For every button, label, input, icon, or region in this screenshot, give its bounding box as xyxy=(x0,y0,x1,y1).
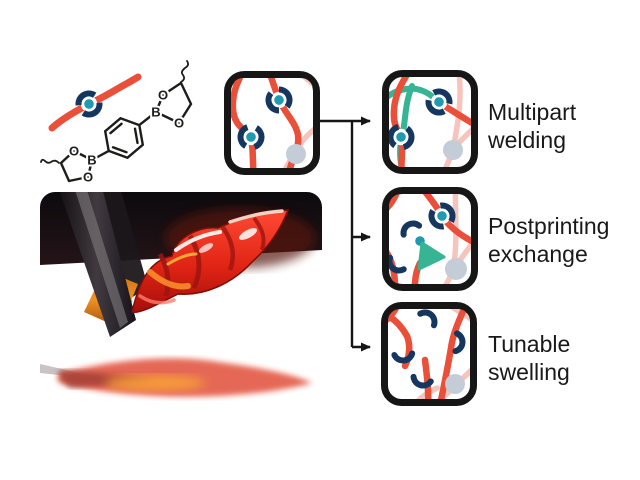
crosslink-icon xyxy=(240,127,263,148)
green-triangle-exchanger-icon xyxy=(417,241,446,271)
chemistry-scheme: B O O B O O xyxy=(40,60,193,187)
polymer-attachment-squiggle xyxy=(180,60,190,83)
gray-pendant-dot-icon xyxy=(443,140,463,160)
atom-label-O: O xyxy=(83,170,93,185)
box-postprinting-exchange xyxy=(382,187,478,291)
crosslink-icon xyxy=(389,126,413,148)
gray-pendant-dot-icon xyxy=(445,258,467,280)
caption-postprinting-exchange: Postprinting exchange xyxy=(488,213,610,267)
caption-tunable-swelling: Tunable swelling xyxy=(488,331,571,385)
box-multipart-welding xyxy=(382,70,478,174)
photo-3d-printed-object xyxy=(40,192,322,408)
gray-pendant-dot-icon xyxy=(286,144,306,164)
atom-label-B: B xyxy=(151,105,160,120)
crosslinked-strand-cartoon xyxy=(48,73,142,132)
diboronic-ester-structure: B O O B O O xyxy=(40,60,193,187)
atom-label-B: B xyxy=(87,153,96,168)
caption-multipart-welding: Multipart welding xyxy=(488,99,577,153)
tweezer-front-prong xyxy=(58,192,136,337)
atom-label-O: O xyxy=(174,116,184,131)
polymer-attachment-squiggle xyxy=(40,158,60,164)
box-printed-network xyxy=(224,71,320,175)
branch-arrows xyxy=(320,116,371,352)
atom-label-O: O xyxy=(158,88,168,103)
box-tunable-swelling xyxy=(381,302,477,406)
red-light-reflection xyxy=(58,358,312,397)
crosslink-icon xyxy=(75,90,102,118)
atom-label-O: O xyxy=(69,144,79,159)
printed-swirl-cone xyxy=(131,209,290,313)
gray-pendant-dot-icon xyxy=(445,374,465,394)
